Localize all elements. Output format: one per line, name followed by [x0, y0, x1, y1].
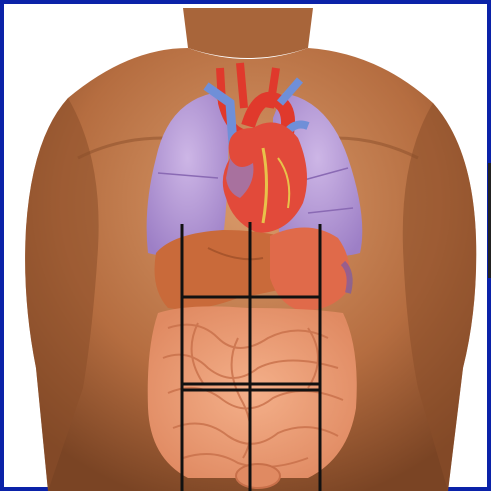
intestines	[148, 306, 357, 488]
anatomy-scene	[8, 8, 491, 491]
